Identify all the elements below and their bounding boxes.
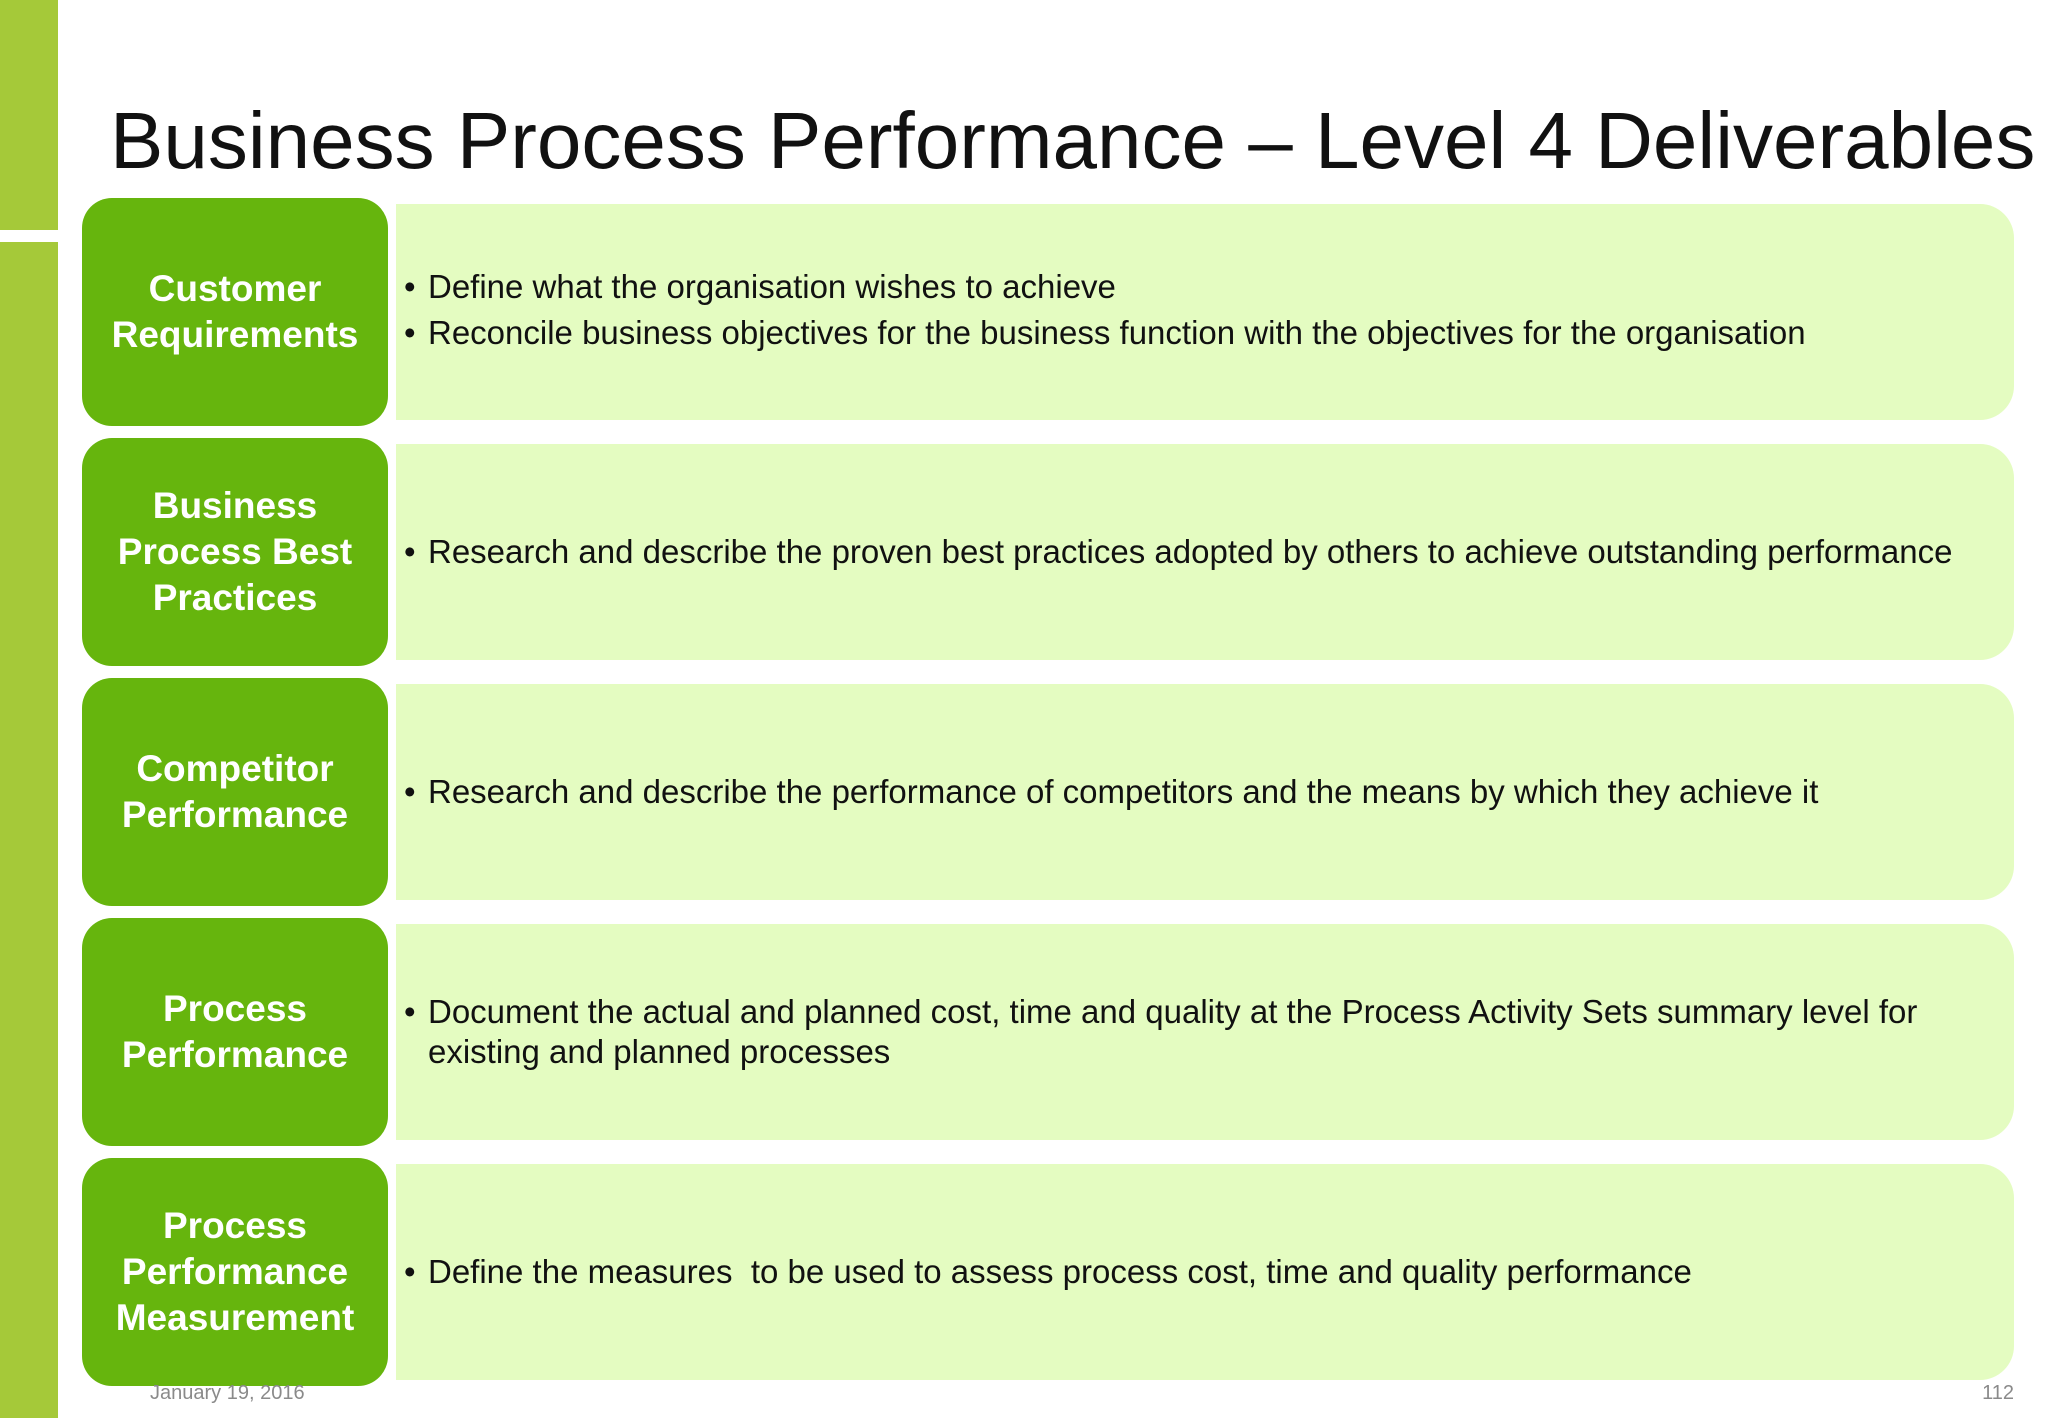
deliverable-label: Process Performance Measurement (115, 1205, 355, 1338)
deliverable-bullet: • Define what the organisation wishes to… (404, 267, 1994, 307)
deliverable-label-box: Business Process Best Practices (82, 438, 388, 666)
bullet-icon: • (404, 773, 416, 810)
bullet-icon: • (404, 533, 416, 570)
deliverable-content-box: • Define what the organisation wishes to… (396, 204, 2014, 420)
bullet-icon: • (404, 1253, 416, 1290)
deliverable-label: Customer Requirements (111, 268, 359, 355)
deliverable-bullet: • Reconcile business objectives for the … (404, 313, 1994, 353)
accent-bar-top (0, 0, 58, 230)
accent-bar-gap (0, 230, 58, 242)
footer-page-number: 112 (1982, 1382, 2014, 1404)
deliverable-label: Business Process Best Practices (117, 485, 353, 618)
footer-date: January 19, 2016 (150, 1382, 305, 1404)
deliverable-row-competitor-performance: Competitor Performance • Research and de… (82, 678, 2014, 906)
deliverable-row-performance-measurement: Process Performance Measurement • Define… (82, 1158, 2014, 1386)
deliverable-bullet: • Document the actual and planned cost, … (404, 992, 1994, 1072)
deliverable-bullet-text: Reconcile business objectives for the bu… (428, 314, 1806, 351)
bullet-icon: • (404, 993, 416, 1030)
deliverable-content-box: • Research and describe the proven best … (396, 444, 2014, 660)
deliverable-bullet-text: Research and describe the proven best pr… (428, 533, 1953, 570)
deliverable-content-box: • Define the measures to be used to asse… (396, 1164, 2014, 1380)
bullet-icon: • (404, 314, 416, 351)
deliverable-label-box: Process Performance Measurement (82, 1158, 388, 1386)
deliverable-label: Competitor Performance (121, 748, 349, 835)
accent-bar-bottom (0, 242, 58, 1418)
deliverable-bullet: • Define the measures to be used to asse… (404, 1252, 1994, 1292)
deliverable-row-process-performance: Process Performance • Document the actua… (82, 918, 2014, 1146)
deliverable-label: Process Performance (121, 988, 349, 1075)
deliverable-row-best-practices: Business Process Best Practices • Resear… (82, 438, 2014, 666)
slide-title: Business Process Performance – Level 4 D… (110, 96, 2036, 185)
deliverable-row-customer-requirements: Customer Requirements • Define what the … (82, 198, 2014, 426)
deliverable-bullet-text: Define what the organisation wishes to a… (428, 268, 1116, 305)
bullet-icon: • (404, 268, 416, 305)
deliverable-content-box: • Document the actual and planned cost, … (396, 924, 2014, 1140)
deliverable-bullet: • Research and describe the performance … (404, 772, 1994, 812)
deliverable-label-box: Process Performance (82, 918, 388, 1146)
deliverable-bullet-text: Document the actual and planned cost, ti… (428, 993, 1918, 1070)
deliverable-bullet-text: Define the measures to be used to assess… (428, 1253, 1692, 1290)
deliverable-label-box: Competitor Performance (82, 678, 388, 906)
deliverable-bullet: • Research and describe the proven best … (404, 532, 1994, 572)
deliverable-content-box: • Research and describe the performance … (396, 684, 2014, 900)
deliverable-bullet-text: Research and describe the performance of… (428, 773, 1819, 810)
deliverable-label-box: Customer Requirements (82, 198, 388, 426)
